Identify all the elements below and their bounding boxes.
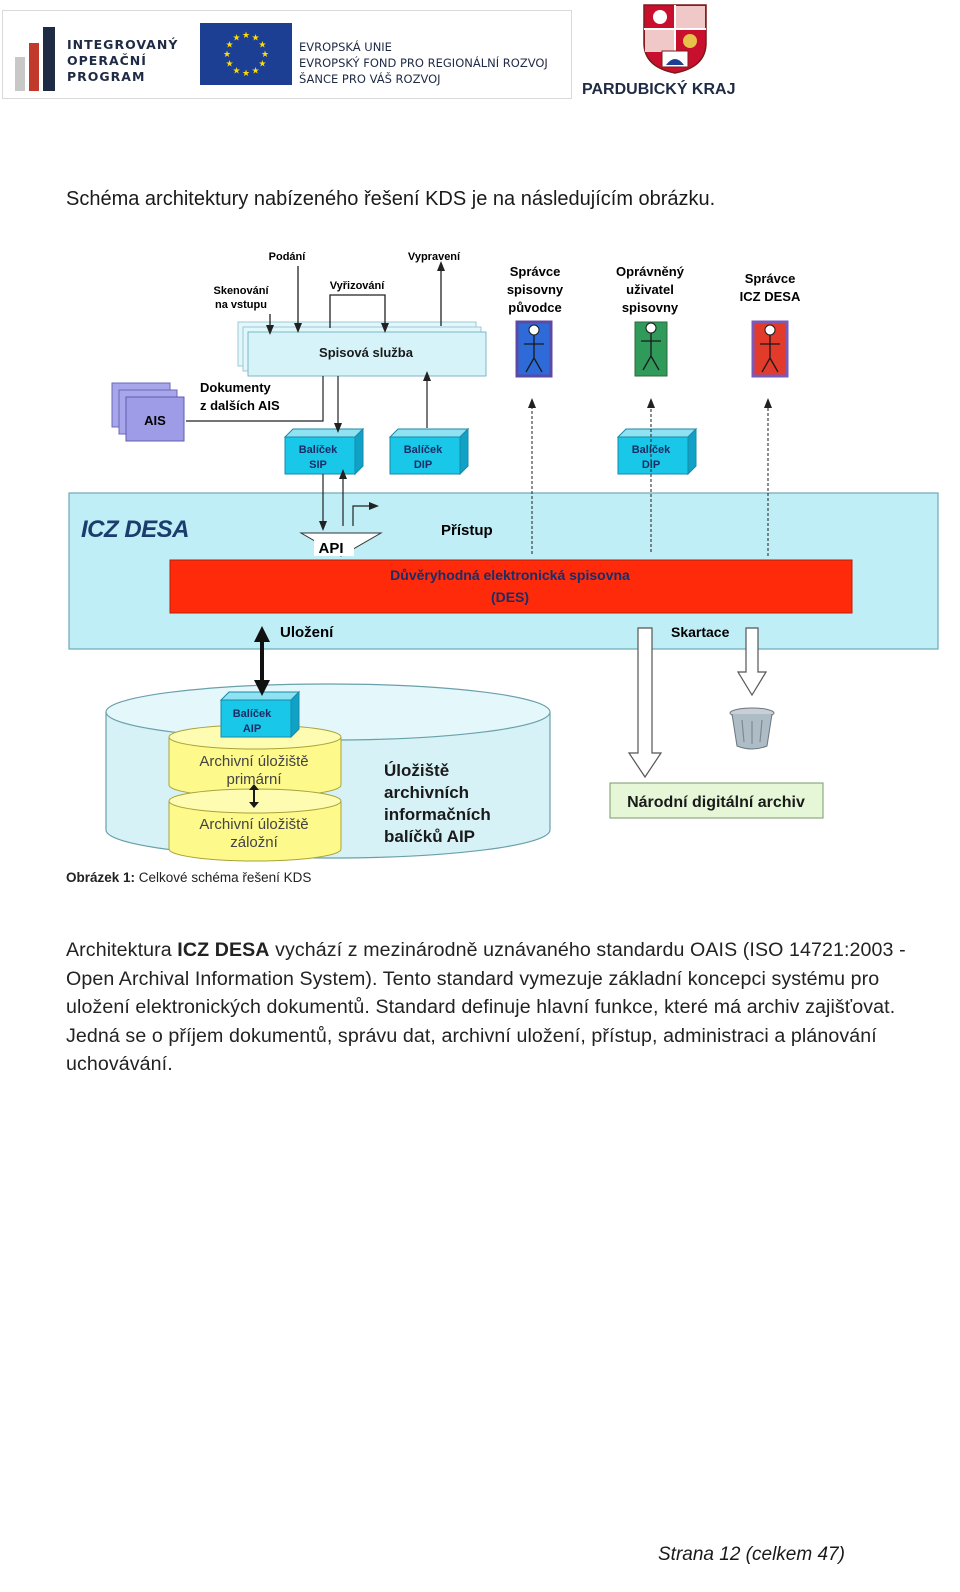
balicek-dip-1-label-2: DIP xyxy=(414,459,432,471)
narodni-archiv-box xyxy=(609,782,824,819)
balicek-dip-1-label-1: Balíček xyxy=(404,444,443,456)
uloziste-label-4: balíčků AIP xyxy=(384,827,475,846)
opravneny-label-2: uživatel xyxy=(626,282,674,297)
spravce-icz-label-2: ICZ DESA xyxy=(740,289,801,304)
balicek-sip-label-2: SIP xyxy=(309,459,327,471)
ulozeni-label: Uložení xyxy=(280,624,334,641)
body-paragraph: Architektura ICZ DESA vychází z mezináro… xyxy=(66,936,916,1079)
ais-box: AIS xyxy=(111,382,185,442)
eu-star-icon: ★ xyxy=(258,59,266,69)
spravce-spisovny-label-2: spisovny xyxy=(507,282,564,297)
des-label-2: (DES) xyxy=(491,589,529,605)
page-number: Strana 12 (celkem 47) xyxy=(658,1544,845,1565)
uloziste-label-3: informačních xyxy=(384,805,491,824)
balicek-dip-2-icon: Balíček DIP xyxy=(616,427,698,476)
spravce-icz-label-1: Správce xyxy=(745,271,796,286)
dokumenty-label-2: z dalších AIS xyxy=(200,398,280,413)
spravce-spisovny-label-3: původce xyxy=(508,300,561,315)
spisova-sluzba-label: Spisová služba xyxy=(319,345,414,360)
skenovani-label-2: na vstupu xyxy=(215,299,267,311)
coat-of-arms-icon xyxy=(643,4,707,74)
para-part-2: vychází z mezinárodně uznávaného standar… xyxy=(66,939,906,1076)
eu-star-icon: ★ xyxy=(242,68,250,78)
header-logo-panel: INTEGROVANÝ OPERAČNÍ PROGRAM ★★★★★★★★★★★… xyxy=(2,10,572,99)
para-bold: ICZ DESA xyxy=(177,939,270,961)
skartace-label: Skartace xyxy=(671,624,730,640)
region-name: PARDUBICKÝ KRAJ xyxy=(582,81,736,98)
eu-star-icon: ★ xyxy=(251,33,259,43)
actor-opravneny-uzivatel-icon xyxy=(634,321,668,377)
skartace-arrow xyxy=(736,627,768,697)
archiv-primarni-label-1: Archivní úložiště xyxy=(199,753,308,770)
narodni-archiv-arrow xyxy=(627,627,663,779)
pristup-label: Přístup xyxy=(441,522,493,539)
balicek-sip-label-1: Balíček xyxy=(299,444,338,456)
archiv-zalozni-cylinder: Archivní úložiště záložní xyxy=(168,788,342,862)
dokumenty-label-1: Dokumenty xyxy=(200,380,272,395)
para-part-1: Architektura xyxy=(66,939,178,961)
actor-spravce-icz-icon xyxy=(751,320,789,378)
uloziste-label-1: Úložiště xyxy=(384,761,449,780)
balicek-aip-label-1: Balíček xyxy=(233,708,272,720)
eu-star-icon: ★ xyxy=(223,49,231,59)
actor-spravce-spisovny-icon xyxy=(515,320,553,378)
iop-logo-icon xyxy=(15,27,55,91)
archiv-zalozni-label-1: Archivní úložiště xyxy=(199,816,308,833)
caption-label: Obrázek 1: xyxy=(66,870,136,885)
vyrizovani-arrow xyxy=(329,294,389,333)
podani-label: Podání xyxy=(269,251,307,263)
eu-star-icon: ★ xyxy=(242,30,250,40)
narodni-archiv-label: Národní digitální archiv xyxy=(627,794,805,811)
eu-flag-icon: ★★★★★★★★★★★★ xyxy=(200,23,292,85)
eu-star-icon: ★ xyxy=(232,33,240,43)
eu-star-icon: ★ xyxy=(261,49,269,59)
api-label: API xyxy=(318,540,343,557)
opravneny-label-3: spisovny xyxy=(622,300,679,315)
vyrizovani-label: Vyřizování xyxy=(330,280,386,292)
icz-desa-title: ICZ DESA xyxy=(81,516,189,543)
iop-logo-text: INTEGROVANÝ OPERAČNÍ PROGRAM xyxy=(67,37,179,84)
balicek-sip-icon: Balíček SIP xyxy=(283,427,365,476)
intro-text: Schéma architektury nabízeného řešení KD… xyxy=(66,188,716,210)
uloziste-label-2: archivních xyxy=(384,783,469,802)
des-bar xyxy=(169,559,853,614)
vypraveni-label: Vypravení xyxy=(408,251,461,263)
ais-connector xyxy=(186,376,324,422)
balicek-aip-label-2: AIP xyxy=(243,723,261,735)
archiv-primarni-label-2: primární xyxy=(226,771,282,788)
balicek-dip-1-icon: Balíček DIP xyxy=(388,427,470,476)
balicek-aip-icon: Balíček AIP xyxy=(219,690,301,739)
eu-star-icon: ★ xyxy=(251,65,259,75)
api-branch-arrow xyxy=(352,502,379,526)
opravneny-label-1: Oprávněný xyxy=(616,264,685,279)
eu-star-icon: ★ xyxy=(232,65,240,75)
trash-can-icon xyxy=(729,707,775,750)
eu-logo-text: EVROPSKÁ UNIE EVROPSKÝ FOND PRO REGIONÁL… xyxy=(299,40,548,86)
spravce-spisovny-label-1: Správce xyxy=(510,264,561,279)
ais-label: AIS xyxy=(144,413,166,428)
eu-star-icon: ★ xyxy=(226,59,234,69)
caption-text: Celkové schéma řešení KDS xyxy=(138,870,312,885)
archiv-zalozni-label-2: záložní xyxy=(230,834,278,851)
architecture-diagram: Spisová služba Podání Vypravení Vyřizová… xyxy=(68,251,939,862)
des-label-1: Důvěryhodná elektronická spisovna xyxy=(390,567,630,583)
spisova-sluzba-box: Spisová služba xyxy=(237,321,487,377)
skenovani-label-1: Skenování xyxy=(213,285,269,297)
archiv-primarni-cylinder: Archivní úložiště primární xyxy=(168,724,342,798)
eu-star-icon: ★ xyxy=(258,40,266,50)
eu-star-icon: ★ xyxy=(226,40,234,50)
figure-caption: Obrázek 1: Celkové schéma řešení KDS xyxy=(66,870,311,885)
